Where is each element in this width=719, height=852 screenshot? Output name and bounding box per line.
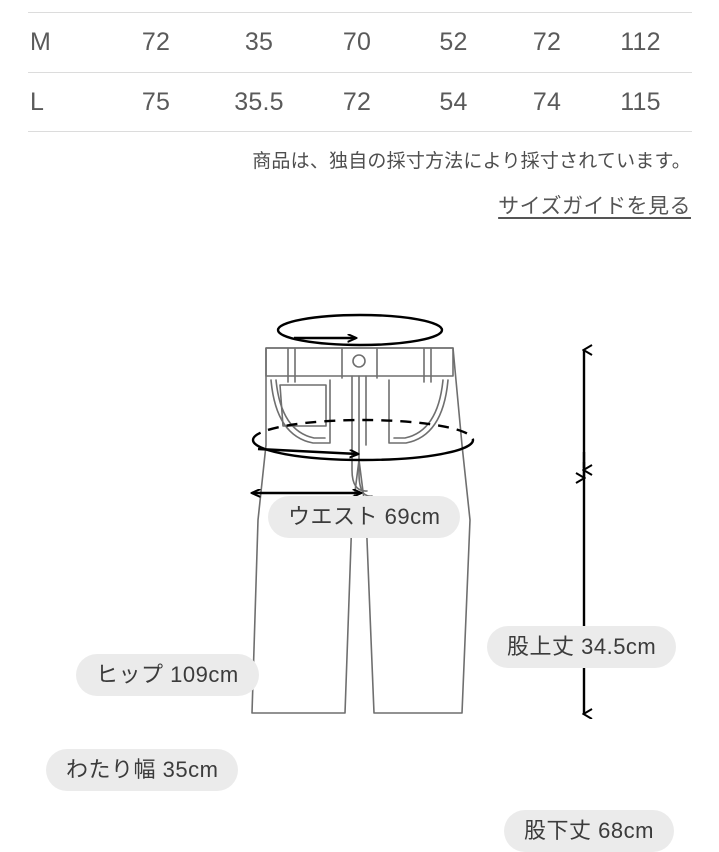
size-guide-link[interactable]: サイズガイドを見る	[498, 195, 691, 218]
table-cell: 112	[620, 28, 661, 56]
size-table: M 72 35 70 52 72 112 L 75 35.5 72 54 74 …	[28, 12, 692, 132]
waist-measure-ellipse	[276, 313, 444, 347]
label-inseam: 股下丈 68cm	[504, 810, 674, 852]
table-cell: 52	[439, 28, 468, 56]
row-size-label: M	[30, 28, 52, 56]
label-hip: ヒップ 109cm	[76, 654, 259, 697]
table-row: L 75 35.5 72 54 74 115	[28, 72, 692, 132]
label-waist: ウエスト 69cm	[268, 496, 461, 539]
table-cell: 75	[141, 87, 171, 116]
table-cell: 74	[532, 87, 562, 116]
table-cell: 54	[439, 87, 468, 116]
hip-measure-ellipse	[251, 418, 475, 462]
table-cell: 72	[141, 28, 171, 56]
table-cell: 35.5	[234, 87, 284, 116]
table-row: M 72 35 70 52 72 112	[28, 12, 692, 72]
measurement-note: 商品は、独自の採寸方法により採寸されています。	[252, 151, 691, 172]
table-cell: 115	[620, 87, 661, 116]
table-cell: 35	[244, 28, 274, 56]
label-rise: 股上丈 34.5cm	[487, 626, 677, 669]
row-size-label: L	[30, 87, 45, 116]
label-thigh: わたり幅 35cm	[46, 749, 239, 792]
table-cell: 72	[342, 87, 372, 116]
table-cell: 72	[532, 28, 562, 56]
measurement-diagram: ウエスト 69cm ヒップ 109cm わたり幅 35cm 股上丈 34.5cm…	[0, 230, 719, 852]
table-cell: 70	[342, 28, 372, 56]
